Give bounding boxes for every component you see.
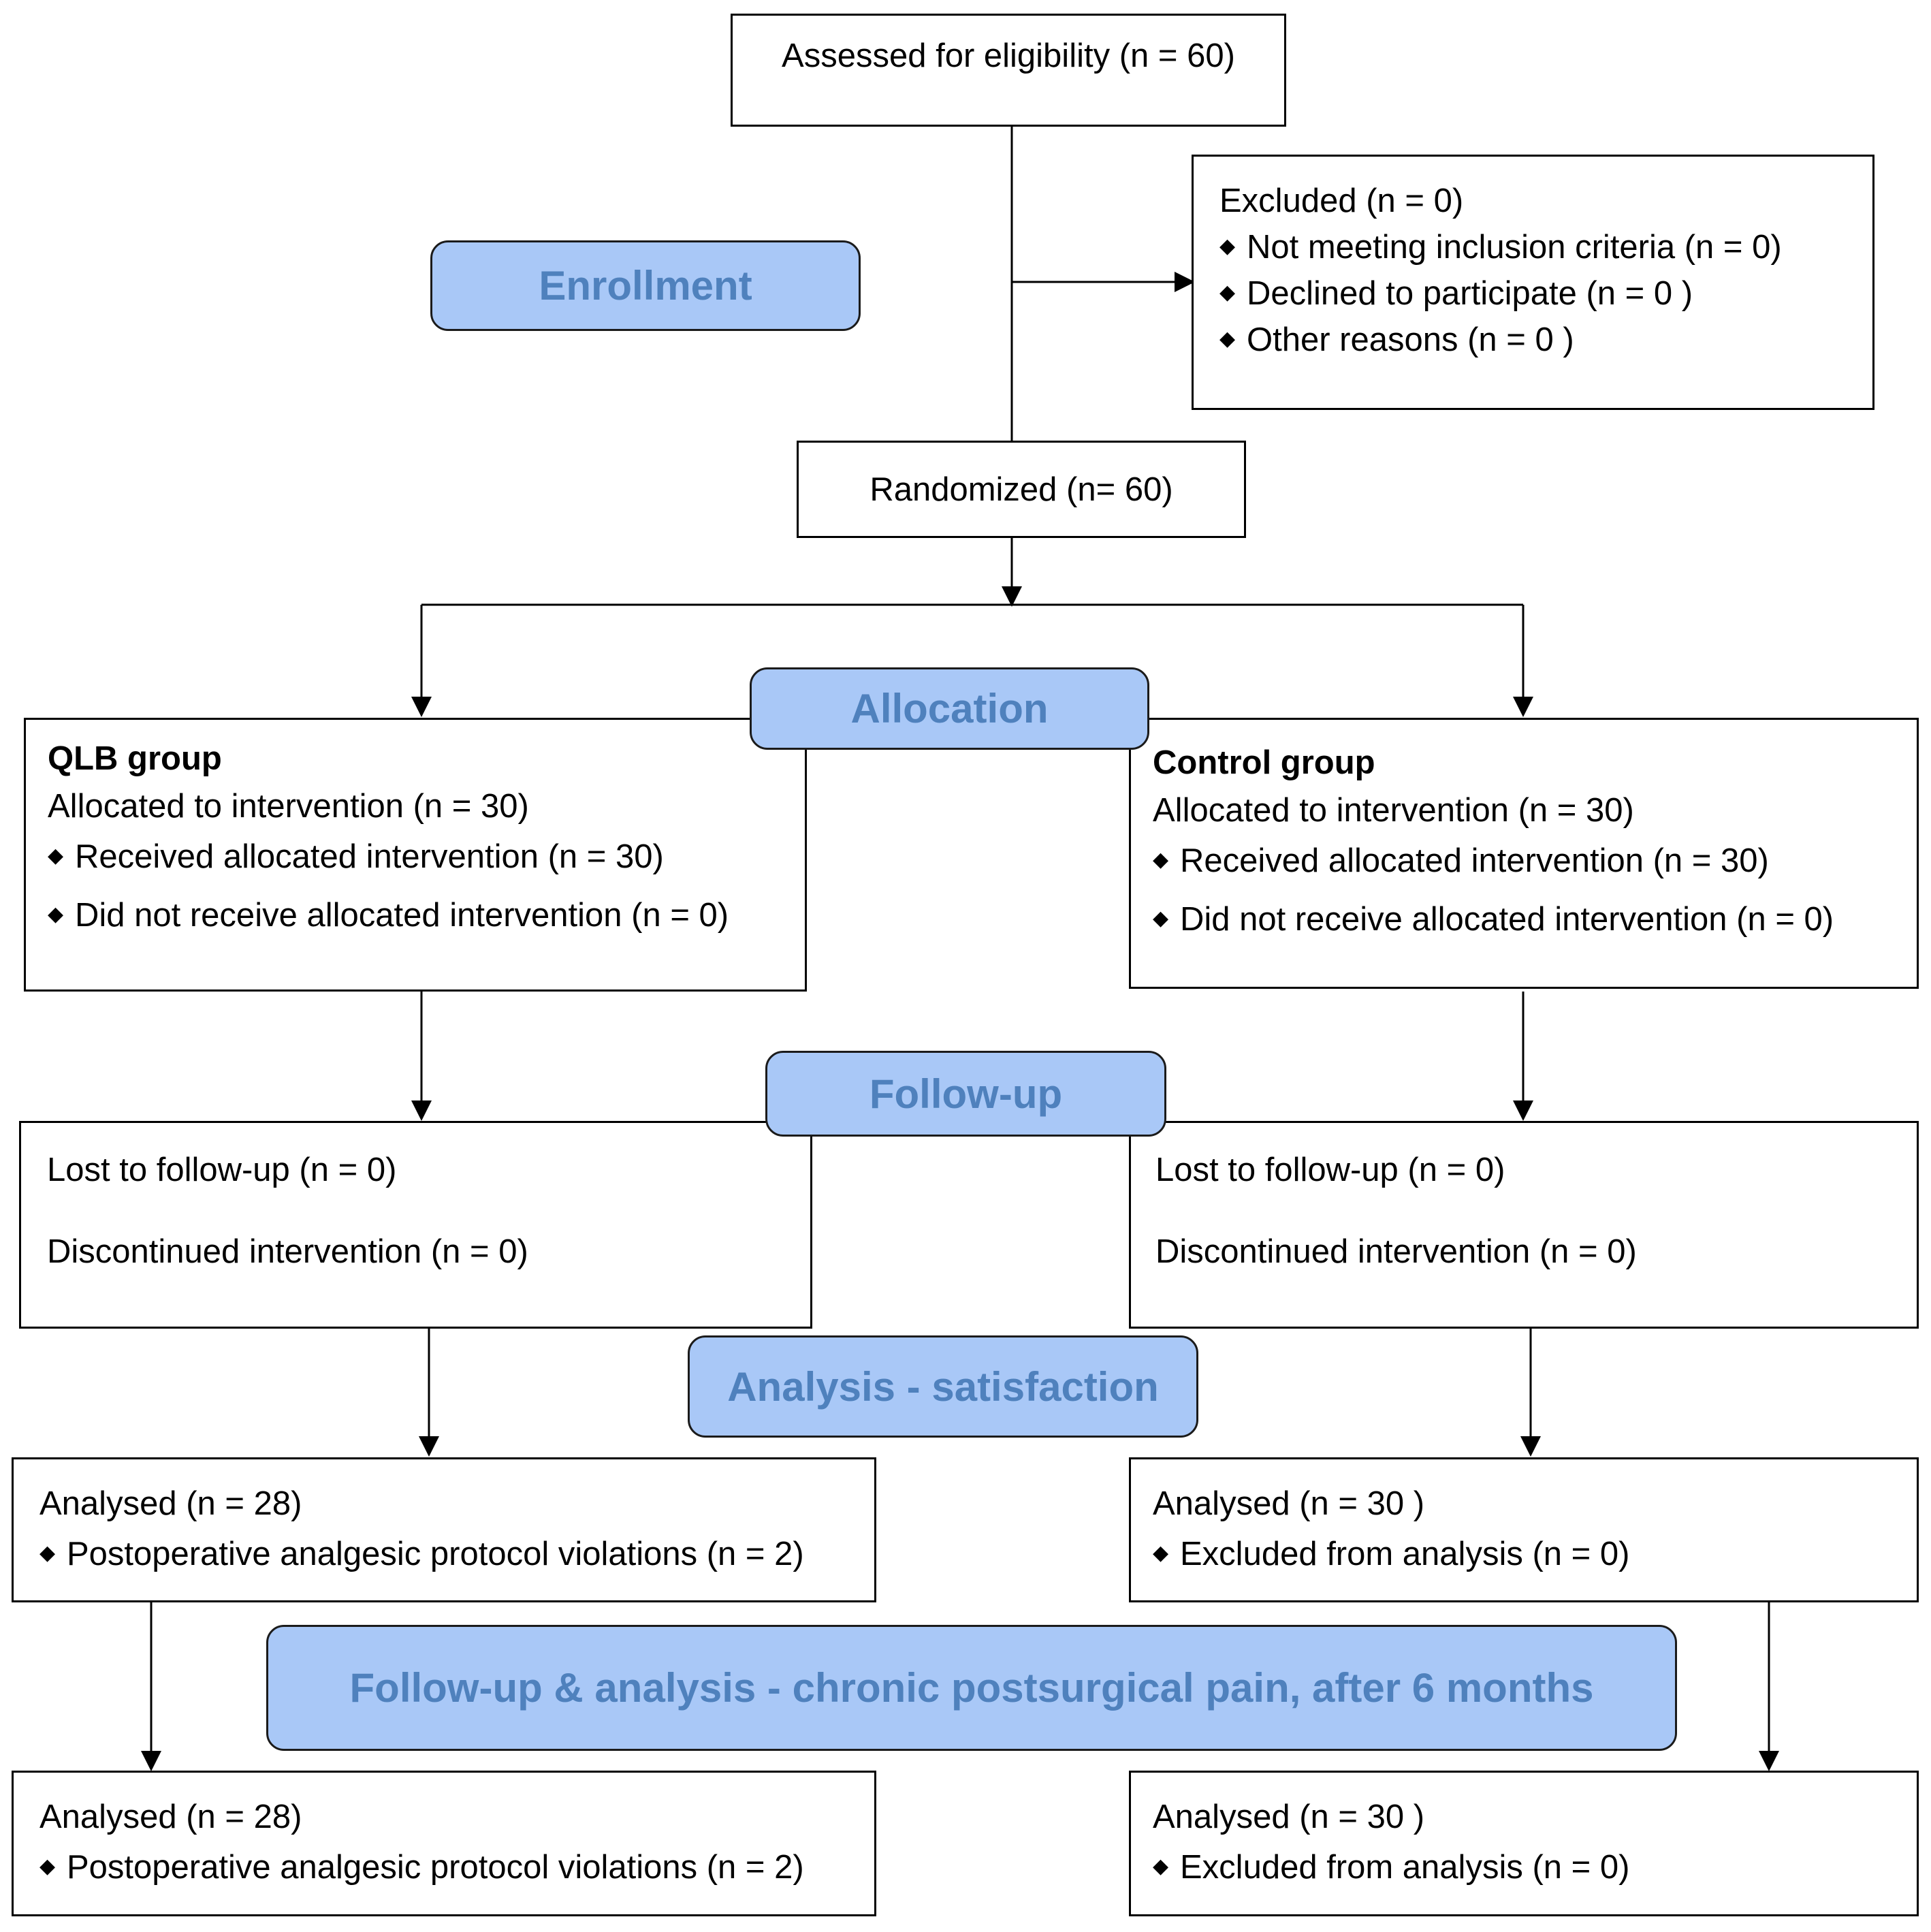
qlb-allocation-box: QLB group Allocated to intervention (n =… [24,718,807,992]
qlb-group-title: QLB group [48,740,222,777]
control-discontinued-text: Discontinued intervention (n = 0) [1155,1233,1637,1270]
randomized-text: Randomized (n= 60) [869,471,1173,508]
qlb-chronic-box: Analysed (n = 28) ◆Postoperative analges… [12,1771,876,1916]
bullet-icon: ◆ [39,1855,56,1878]
qlb-allocation-item: ◆Did not receive allocated intervention … [48,896,729,937]
control-chronic-analysed-text: Analysed (n = 30 ) [1153,1799,1425,1835]
control-allocated-text: Allocated to intervention (n = 30) [1153,792,1634,829]
control-analysis-box: Analysed (n = 30 ) ◆Excluded from analys… [1129,1457,1919,1602]
control-chronic-item: ◆Excluded from analysis (n = 0) [1153,1848,1629,1889]
bullet-icon: ◆ [48,844,64,868]
excluded-item: ◆Other reasons (n = 0 ) [1219,320,1574,362]
bullet-icon: ◆ [39,1542,56,1565]
qlb-lost-text: Lost to follow-up (n = 0) [47,1152,397,1188]
qlb-analysis-box: Analysed (n = 28) ◆Postoperative analges… [12,1457,876,1602]
control-allocation-item: ◆Did not receive allocated intervention … [1153,900,1834,941]
control-group-title: Control group [1153,744,1375,781]
control-followup-box: Lost to follow-up (n = 0) Discontinued i… [1129,1121,1919,1329]
control-lost-text: Lost to follow-up (n = 0) [1155,1152,1505,1188]
excluded-box: Excluded (n = 0) ◆Not meeting inclusion … [1192,155,1874,410]
excluded-title: Excluded (n = 0) [1219,183,1464,219]
qlb-followup-box: Lost to follow-up (n = 0) Discontinued i… [19,1121,812,1329]
bullet-icon: ◆ [1219,235,1236,258]
assessed-text: Assessed for eligibility (n = 60) [782,37,1235,74]
stage-chronic: Follow-up & analysis - chronic postsurgi… [266,1625,1677,1751]
qlb-analysis-item: ◆Postoperative analgesic protocol violat… [39,1534,804,1576]
control-analysed-text: Analysed (n = 30 ) [1153,1485,1425,1522]
bullet-icon: ◆ [1153,1855,1169,1878]
qlb-allocated-text: Allocated to intervention (n = 30) [48,788,529,825]
bullet-icon: ◆ [1219,328,1236,351]
stage-analysis: Analysis - satisfaction [688,1335,1198,1438]
stage-followup: Follow-up [765,1051,1166,1137]
bullet-icon: ◆ [1219,281,1236,304]
bullet-icon: ◆ [1153,1542,1169,1565]
qlb-discontinued-text: Discontinued intervention (n = 0) [47,1233,528,1270]
excluded-item: ◆Not meeting inclusion criteria (n = 0) [1219,227,1782,269]
stage-allocation: Allocation [750,667,1149,750]
control-allocation-item: ◆Received allocated intervention (n = 30… [1153,841,1769,883]
control-allocation-box: Control group Allocated to intervention … [1129,718,1919,989]
stage-enrollment: Enrollment [430,240,861,331]
control-chronic-box: Analysed (n = 30 ) ◆Excluded from analys… [1129,1771,1919,1916]
qlb-analysed-text: Analysed (n = 28) [39,1485,302,1522]
control-analysis-item: ◆Excluded from analysis (n = 0) [1153,1534,1629,1576]
qlb-chronic-analysed-text: Analysed (n = 28) [39,1799,302,1835]
bullet-icon: ◆ [1153,907,1169,930]
assessed-box: Assessed for eligibility (n = 60) [731,14,1286,127]
qlb-chronic-item: ◆Postoperative analgesic protocol violat… [39,1848,804,1889]
bullet-icon: ◆ [48,903,64,926]
bullet-icon: ◆ [1153,849,1169,872]
excluded-item: ◆Declined to participate (n = 0 ) [1219,274,1693,315]
randomized-box: Randomized (n= 60) [797,441,1246,538]
qlb-allocation-item: ◆Received allocated intervention (n = 30… [48,837,664,878]
